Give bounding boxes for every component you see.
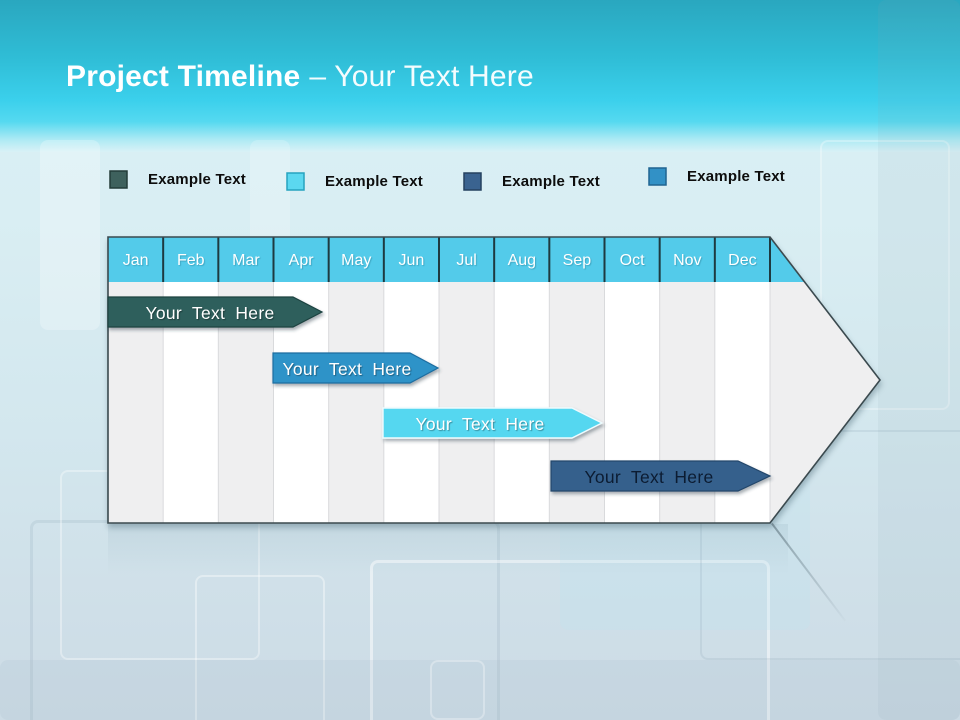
- task-bar-shape: [382, 407, 604, 439]
- month-label-jun: Jun: [399, 252, 425, 269]
- task-bar-shape: [272, 352, 440, 384]
- task-bar-label: Your Text Here: [416, 414, 545, 434]
- background-shape: [40, 140, 100, 330]
- legend-swatch-icon: [286, 172, 305, 191]
- task-bar-shape: [107, 296, 324, 328]
- timeline-chart: Jan Feb Mar Apr May Jun Jul Aug Sep Oct …: [107, 236, 882, 524]
- timeline-arrow-body: [108, 237, 880, 523]
- page-title-light: – Your Text Here: [309, 60, 534, 93]
- task-bar-label: Your Text Here: [283, 359, 412, 379]
- page-title: Project Timeline– Your Text Here: [66, 60, 534, 94]
- month-label-dec: Dec: [728, 252, 756, 269]
- background-shape: [370, 560, 770, 720]
- month-label-apr: Apr: [289, 252, 315, 269]
- legend-item-2[interactable]: Example Text: [286, 172, 423, 191]
- task-bar-4[interactable]: Your Text Here: [550, 460, 772, 492]
- task-bar-shape: [550, 460, 772, 492]
- task-bar-label: Your Text Here: [585, 467, 714, 487]
- task-bar-3[interactable]: Your Text Here: [382, 407, 604, 439]
- legend-item-3[interactable]: Example Text: [463, 172, 600, 191]
- background-shape: [430, 660, 485, 720]
- month-label-may: May: [341, 252, 371, 269]
- legend-label: Example Text: [325, 173, 423, 190]
- month-label-jul: Jul: [456, 252, 476, 269]
- page-title-bold: Project Timeline: [66, 60, 301, 93]
- month-label-mar: Mar: [232, 252, 260, 269]
- legend-swatch-icon: [109, 170, 128, 189]
- legend-item-1[interactable]: Example Text: [109, 170, 246, 189]
- timeline-arrow-outline: [107, 236, 882, 524]
- legend-swatch-icon: [463, 172, 482, 191]
- month-label-nov: Nov: [673, 252, 701, 269]
- table-reflection-glow: [108, 524, 788, 574]
- legend-label: Example Text: [502, 173, 600, 190]
- legend-label: Example Text: [687, 168, 785, 185]
- task-bar-2[interactable]: Your Text Here: [272, 352, 440, 384]
- legend-swatch-icon: [648, 167, 667, 186]
- task-bar-1[interactable]: Your Text Here: [107, 296, 324, 328]
- legend-item-4[interactable]: Example Text: [648, 167, 785, 186]
- background-shape: [0, 660, 960, 720]
- header-gradient-band: [0, 0, 960, 152]
- background-ellipse: [195, 575, 325, 720]
- month-label-feb: Feb: [177, 252, 205, 269]
- month-label-jan: Jan: [123, 252, 149, 269]
- task-bar-label: Your Text Here: [146, 303, 275, 323]
- month-label-oct: Oct: [620, 252, 645, 269]
- month-label-sep: Sep: [563, 252, 592, 269]
- legend-label: Example Text: [148, 171, 246, 188]
- month-label-aug: Aug: [508, 252, 536, 269]
